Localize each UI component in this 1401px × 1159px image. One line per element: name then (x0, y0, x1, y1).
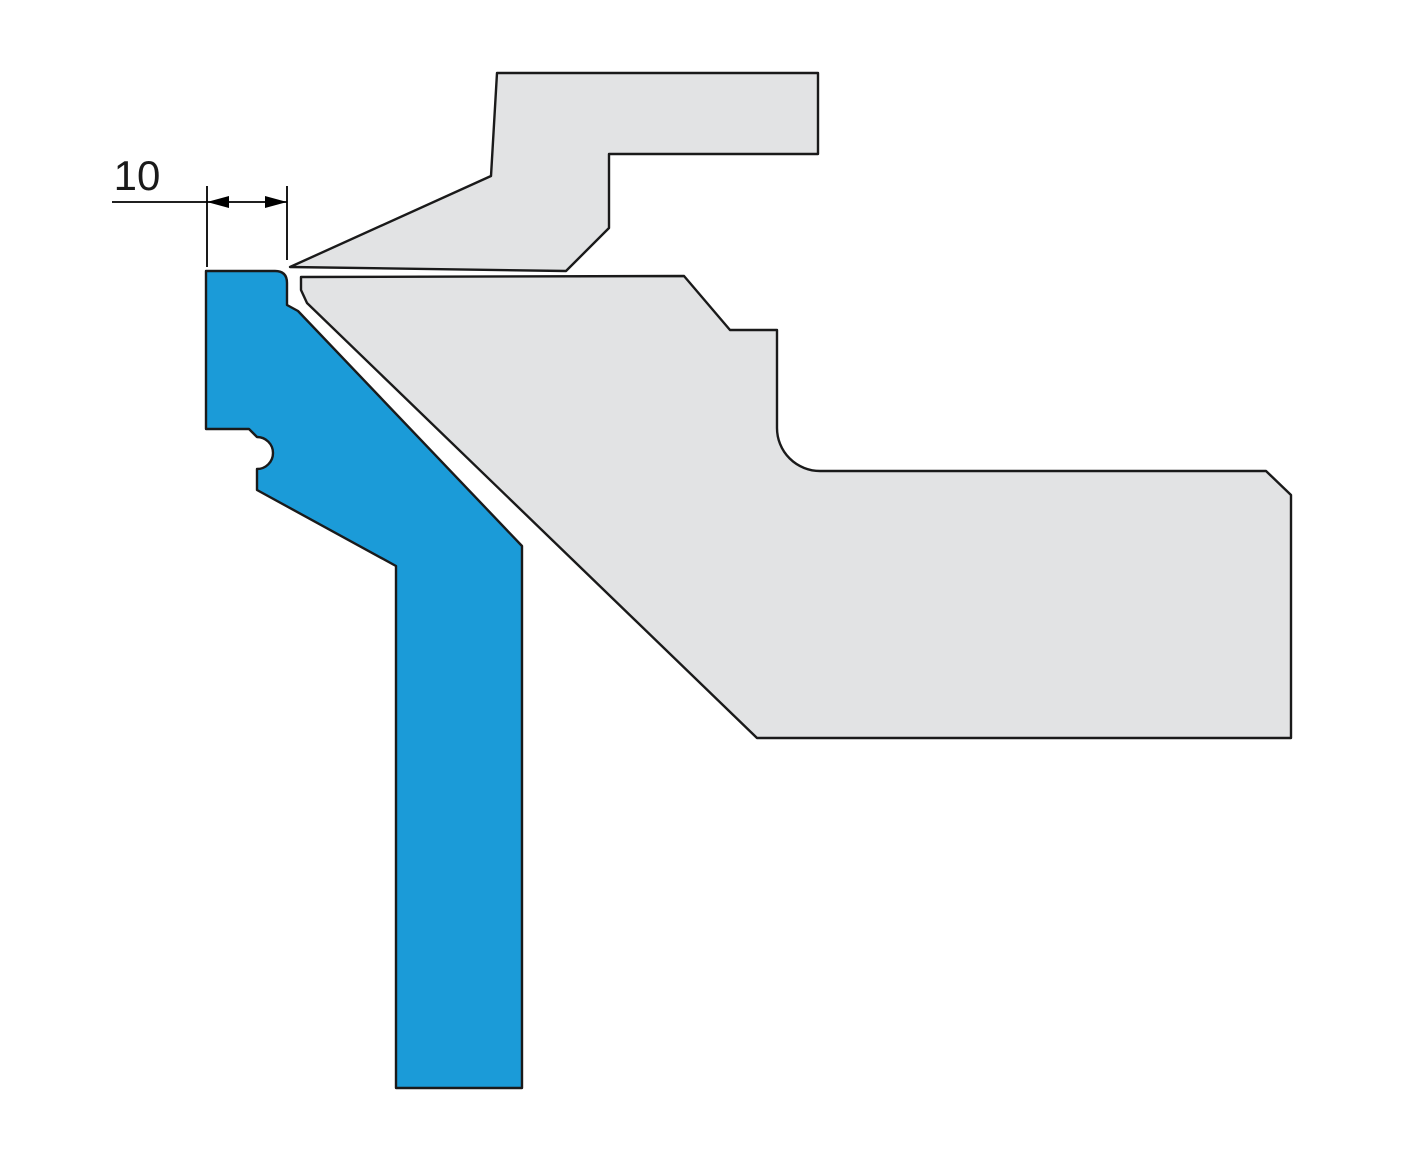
dimension-annotation: 10 (112, 152, 288, 267)
dimension-arrowhead-right (265, 196, 287, 208)
lower-gray-tool-cross-section (299, 274, 1293, 740)
blue-tool-cross-section (204, 269, 524, 1090)
upper-gray-tool-cross-section (288, 71, 820, 273)
dimension-arrowhead-left (207, 196, 229, 208)
dimension-label: 10 (114, 152, 161, 199)
